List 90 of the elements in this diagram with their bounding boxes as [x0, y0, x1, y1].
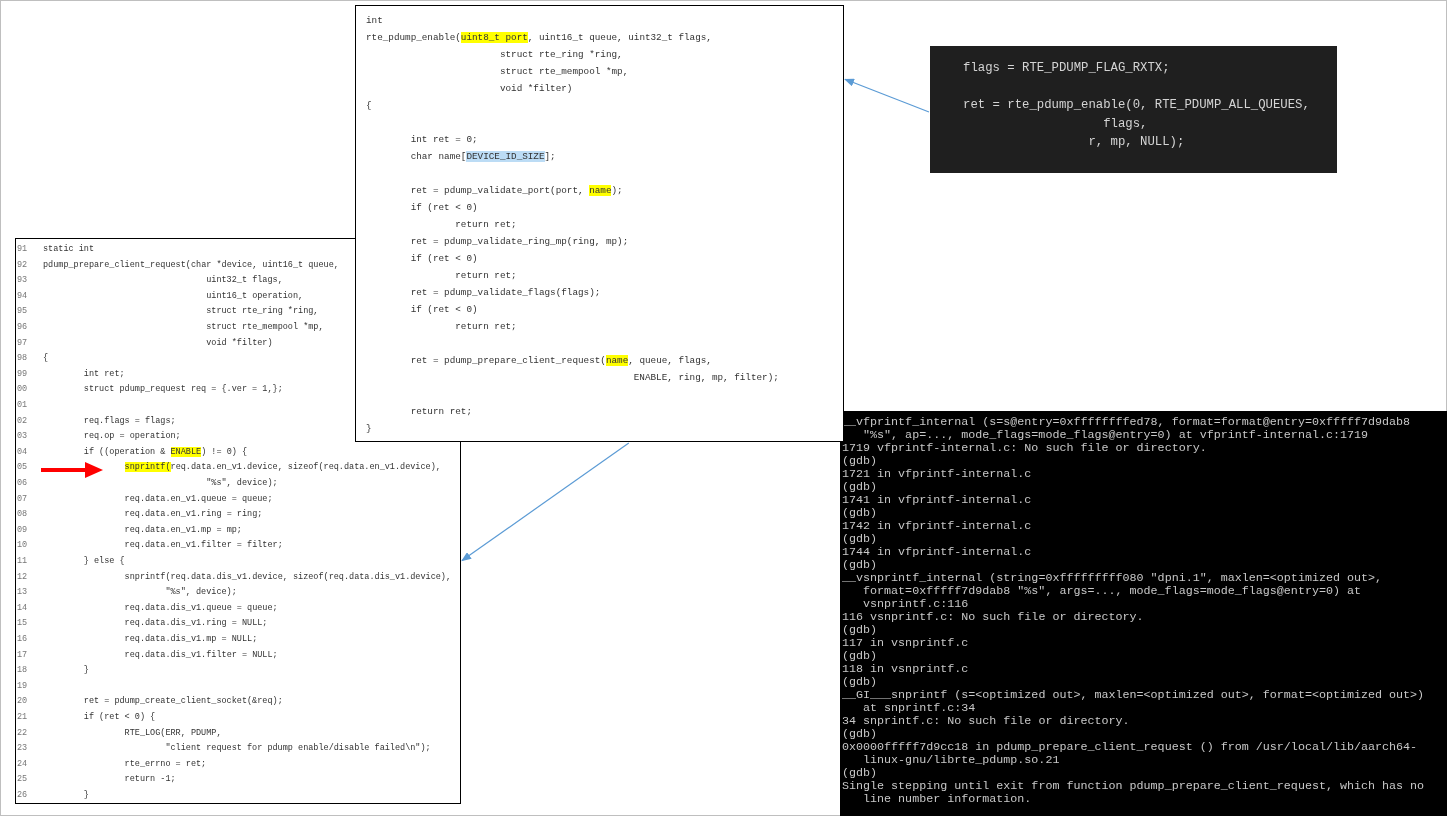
code-line: int [366, 14, 383, 28]
terminal-line: (gdb) [842, 676, 879, 689]
code-line: ret = pdump_validate_flags(flags); [409, 286, 601, 300]
terminal-line: __GI___snprintf (s=<optimized out>, maxlen=<optimized out>, format=<optimized out>) at snprintf.c:34 [842, 689, 1426, 715]
code-line: 92 pdump_prepare_client_request(char *device, uint16_t queue, [17, 258, 339, 272]
code-line: 96 struct rte_mempool *mp, [17, 321, 324, 334]
code-line: 01 [17, 399, 29, 412]
terminal-line: __vsnprintf_internal (string=0xfffffffff080 "dpni.1", maxlen=<optimized out>, format=0xfffff7d9dab8 "%s", args=..., mode_flags=mode_flags@entry=0) at vsnprintf.c:116 [842, 572, 1384, 611]
code-line: if (ret < 0) [409, 252, 478, 266]
arrow [844, 78, 930, 113]
code-line: if (ret < 0) [409, 201, 478, 215]
code-line: flags = RTE_PDUMP_FLAG_RXTX; [963, 60, 1170, 77]
terminal-line: 118 in vsnprintf.c [842, 663, 970, 676]
arrow [461, 442, 630, 562]
terminal-line: __vfprintf_internal (s=s@entry=0xffffffffed78, format=format@entry=0xfffff7d9dab8 "%s", ap=..., mode_flags=mode_flags@entry=0) at vfprintf-internal.c:1719 [842, 416, 1412, 442]
code-line: 18 } [17, 664, 89, 678]
code-line: flags, [1102, 115, 1148, 133]
terminal-line: 1721 in vfprintf-internal.c [842, 468, 1033, 481]
code-line: 10 req.data.en_v1.filter = filter; [17, 539, 283, 553]
code-line: } [366, 422, 372, 436]
code-line: ENABLE, ring, mp, filter); [632, 371, 779, 385]
code-line: 22 RTE_LOG(ERR, PDUMP, [17, 726, 222, 740]
terminal-line: 34 snprintf.c: No such file or directory. [842, 715, 1131, 728]
terminal-line: 117 in vsnprintf.c [842, 637, 970, 650]
code-line: 97 void *filter) [17, 336, 273, 350]
terminal-line: (gdb) [842, 559, 879, 572]
code-line: rte_pdump_enable(uint8_t port, uint16_t queue, uint32_t flags, [366, 31, 712, 45]
code-line: if (ret < 0) [409, 303, 478, 317]
code-line: 13 "%s", device); [17, 586, 237, 600]
code-line: ret = rte_pdump_enable(0, RTE_PDUMP_ALL_QUEUES, [963, 97, 1310, 114]
code-line: 03 req.op = operation; [17, 430, 181, 444]
terminal-line: (gdb) [842, 481, 878, 494]
code-line: return ret; [454, 269, 517, 283]
terminal-line: (gdb) [842, 533, 878, 546]
code-line: 16 req.data.dis_v1.mp = NULL; [17, 633, 258, 646]
code-line: 04 if ((operation & ENABLE) != 0) { [17, 445, 248, 459]
terminal-line: 116 vsnprintf.c: No such file or directory. [842, 611, 1145, 624]
terminal-line: (gdb) [842, 624, 879, 637]
code-line: 07 req.data.en_v1.queue = queue; [17, 492, 273, 506]
terminal-line: (gdb) [842, 767, 879, 780]
code-line: 05 snprintf(req.data.en_v1.device, sizeof(req.data.en_v1.device), [17, 461, 441, 475]
code-line: 21 if (ret < 0) { [17, 711, 156, 724]
code-line: 23 "client request for pdump enable/disable failed\n"); [17, 742, 431, 756]
code-line: 25 return -1; [17, 773, 176, 787]
code-line: int ret = 0; [409, 133, 478, 147]
terminal-line: 1744 in vfprintf-internal.c [842, 546, 1033, 559]
terminal-panel [840, 411, 1447, 816]
code-line: 26 } [17, 789, 89, 802]
code-line: 09 req.data.en_v1.mp = mp; [17, 523, 242, 537]
code-line: 98 { [17, 352, 49, 366]
terminal-line: (gdb) [842, 650, 879, 663]
terminal-line: (gdb) [842, 455, 878, 468]
code-line: ret = pdump_prepare_client_request(name, queue, flags, [409, 354, 712, 368]
code-line: return ret; [454, 218, 517, 232]
code-line: 14 req.data.dis_v1.queue = queue; [17, 601, 278, 615]
code-line: 91 static int [17, 243, 94, 256]
code-panel [355, 5, 844, 442]
code-line: 08 req.data.en_v1.ring = ring; [17, 508, 263, 522]
code-line: ret = pdump_validate_port(port, name); [409, 184, 623, 198]
code-editor-panel [930, 46, 1337, 173]
terminal-line: (gdb) [842, 728, 879, 741]
code-line: void *filter) [498, 82, 573, 96]
code-line: 93 uint32_t flags, [17, 274, 283, 288]
terminal-line: 1719 vfprintf-internal.c: No such file or directory. [842, 442, 1208, 455]
code-line: 02 req.flags = flags; [17, 414, 176, 428]
code-line: 15 req.data.dis_v1.ring = NULL; [17, 617, 268, 631]
code-line: struct rte_mempool *mp, [498, 65, 629, 79]
code-line: struct rte_ring *ring, [498, 48, 623, 62]
code-line: return ret; [454, 320, 517, 334]
code-line: 06 "%s", device); [17, 477, 278, 490]
code-line: r, mp, NULL); [1087, 134, 1185, 151]
code-line: char name[DEVICE_ID_SIZE]; [409, 150, 556, 164]
code-line: return ret; [409, 405, 472, 419]
code-line: 19 [17, 679, 29, 693]
code-line: 11 } else { [17, 555, 125, 568]
code-line: 95 struct rte_ring *ring, [17, 305, 319, 319]
code-line: 17 req.data.dis_v1.filter = NULL; [17, 648, 278, 662]
code-line: 20 ret = pdump_create_client_socket(&req); [17, 695, 283, 709]
code-line: ret = pdump_validate_ring_mp(ring, mp); [409, 235, 629, 249]
code-line: 00 struct pdump_request req = {.ver = 1,}; [17, 383, 283, 397]
code-line: { [366, 99, 372, 113]
code-line: 12 snprintf(req.data.dis_v1.device, sizeof(req.data.dis_v1.device), [17, 570, 452, 584]
terminal-line: Single stepping until exit from function pdump_prepare_client_request, which has no line number information. [842, 780, 1426, 806]
code-line: 24 rte_errno = ret; [17, 757, 207, 771]
code-line: 94 uint16_t operation, [17, 289, 304, 303]
terminal-line: 0x0000fffff7d9cc18 in pdump_prepare_client_request () from /usr/local/lib/aarch64-linux-gnu/librte_pdump.so.21 [842, 741, 1419, 767]
terminal-line: (gdb) [842, 507, 878, 520]
code-line: 99 int ret; [17, 367, 125, 381]
terminal-line: 1741 in vfprintf-internal.c [842, 494, 1033, 507]
terminal-line: 1742 in vfprintf-internal.c [842, 520, 1033, 533]
